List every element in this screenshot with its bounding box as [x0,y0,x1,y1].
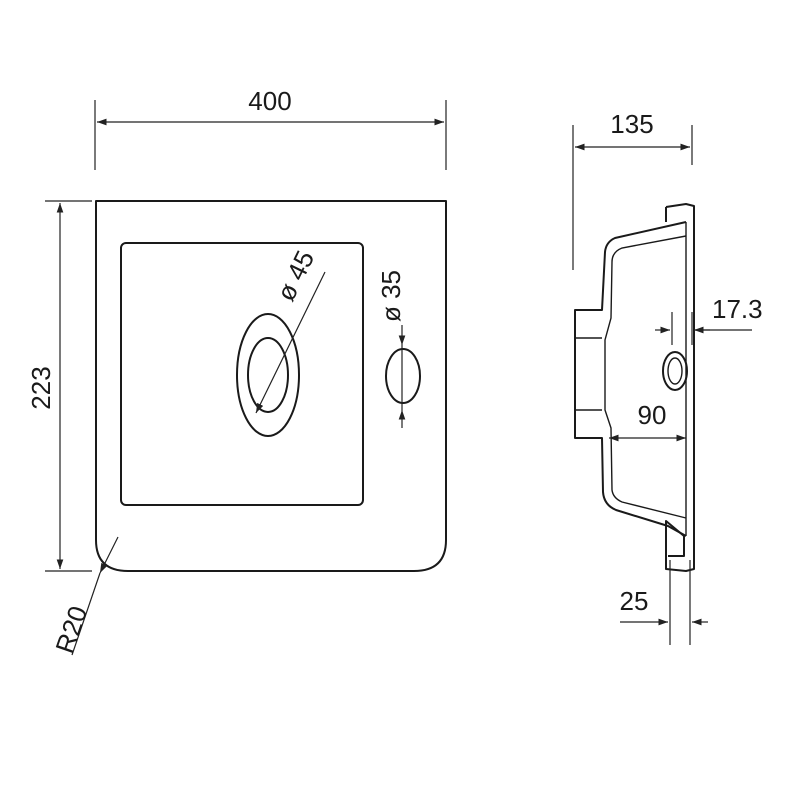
side-tap-hole-inner [667,357,683,385]
flange-label: 25 [620,586,649,616]
tap-diameter-callout: ø 35 [376,270,406,428]
back-flange [665,203,695,572]
height-label: 223 [26,366,56,409]
drain-outer-ring [236,313,300,437]
side-body-outline [574,221,687,537]
basin-depth-label: 90 [638,400,667,430]
basin-depth-dimension: 90 [609,400,686,442]
depth-dimension: 135 [572,109,693,270]
width-dimension: 400 [94,86,447,170]
height-dimension: 223 [26,200,92,572]
side-tap-hole [662,351,688,391]
tap-offset-dimension: 17.3 [655,294,763,345]
corner-radius-label: R20 [49,602,93,657]
drain-diameter-callout: ø 45 [255,246,326,414]
basin-outline [95,200,447,572]
tap-hole [385,348,421,404]
drain-inner-ring [247,337,289,413]
tap-offset-label: 17.3 [712,294,763,324]
inner-bowl [120,242,364,506]
depth-label: 135 [610,109,653,139]
side-bowl-profile [604,235,687,519]
width-label: 400 [248,86,291,116]
tap-diameter-label: ø 35 [376,270,406,322]
side-view: 135 17.3 90 25 [572,109,763,645]
front-view: 400 223 R20 ø 45 ø 35 [26,86,447,657]
flange-dimension: 25 [620,560,708,645]
